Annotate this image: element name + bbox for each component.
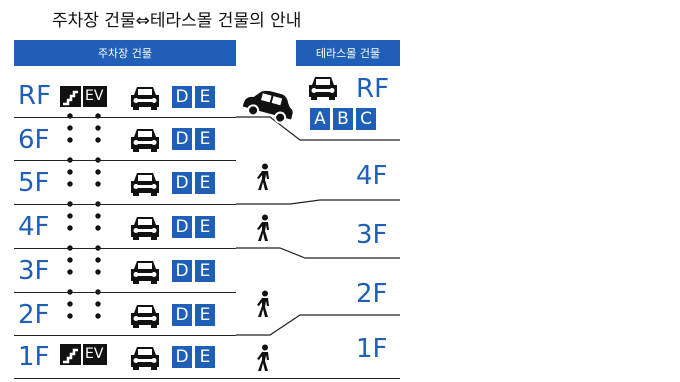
floor-divider: [14, 248, 236, 249]
car-icon: [131, 87, 159, 110]
zone-badge: A: [310, 108, 330, 130]
car-icon: [309, 77, 337, 100]
zone-badge: E: [195, 128, 215, 150]
car-icon: [131, 347, 159, 370]
parking-floor-label: RF: [18, 81, 52, 111]
zone-badge: D: [172, 172, 192, 194]
zone-badge: D: [172, 260, 192, 282]
floor-divider: [14, 204, 236, 205]
car-icon: [131, 173, 159, 196]
zone-badge: E: [195, 304, 215, 326]
floor-divider: [14, 292, 236, 293]
floor-divider: [14, 335, 236, 336]
zone-badge: D: [172, 304, 192, 326]
parking-building-header: 주차장 건물: [14, 40, 236, 66]
parking-floor-label: 3F: [18, 256, 50, 286]
stairs-icon: [60, 86, 81, 107]
person-walking-icon: [257, 163, 269, 190]
terrace-floor-label: RF: [356, 74, 390, 104]
page-title: 주차장 건물⇔테라스몰 건물의 안내: [52, 11, 302, 31]
floor-divider: [14, 117, 236, 118]
car-icon: [131, 261, 159, 284]
elevator-icon: EV: [83, 344, 107, 365]
zone-badge: B: [333, 108, 353, 130]
zone-badge: E: [195, 216, 215, 238]
car-icon: [131, 305, 159, 328]
parking-floor-label: 4F: [18, 212, 50, 242]
zone-badge: C: [356, 108, 376, 130]
floor-divider: [14, 160, 236, 161]
terrace-building-header: 테라스몰 건물: [296, 40, 400, 66]
zone-badge: D: [172, 346, 192, 368]
zone-badge: E: [195, 260, 215, 282]
zone-badge: E: [195, 86, 215, 108]
person-walking-icon: [257, 344, 269, 371]
terrace-floor-label: 3F: [356, 220, 388, 250]
zone-badge: D: [172, 216, 192, 238]
zone-badge: D: [172, 128, 192, 150]
person-walking-icon: [257, 214, 269, 241]
parking-floor-label: 2F: [18, 300, 50, 330]
elevator-icon: EV: [83, 86, 107, 107]
terrace-floor-label: 2F: [356, 279, 388, 309]
parking-floor-label: 6F: [18, 125, 50, 155]
zone-badge: D: [172, 86, 192, 108]
stairs-icon: [60, 344, 81, 365]
shaft-dots: [67, 113, 101, 319]
car-side-icon: [242, 90, 293, 124]
zone-badge: E: [195, 172, 215, 194]
terrace-floor-label: 4F: [356, 161, 388, 191]
floor-divider: [14, 378, 400, 379]
car-icon: [131, 129, 159, 152]
person-walking-icon: [257, 290, 269, 317]
zone-badge: E: [195, 346, 215, 368]
parking-floor-label: 5F: [18, 168, 50, 198]
terrace-floor-label: 1F: [356, 334, 388, 364]
parking-floor-label: 1F: [18, 342, 50, 372]
connector-lines: [236, 116, 400, 336]
car-icon: [131, 217, 159, 240]
